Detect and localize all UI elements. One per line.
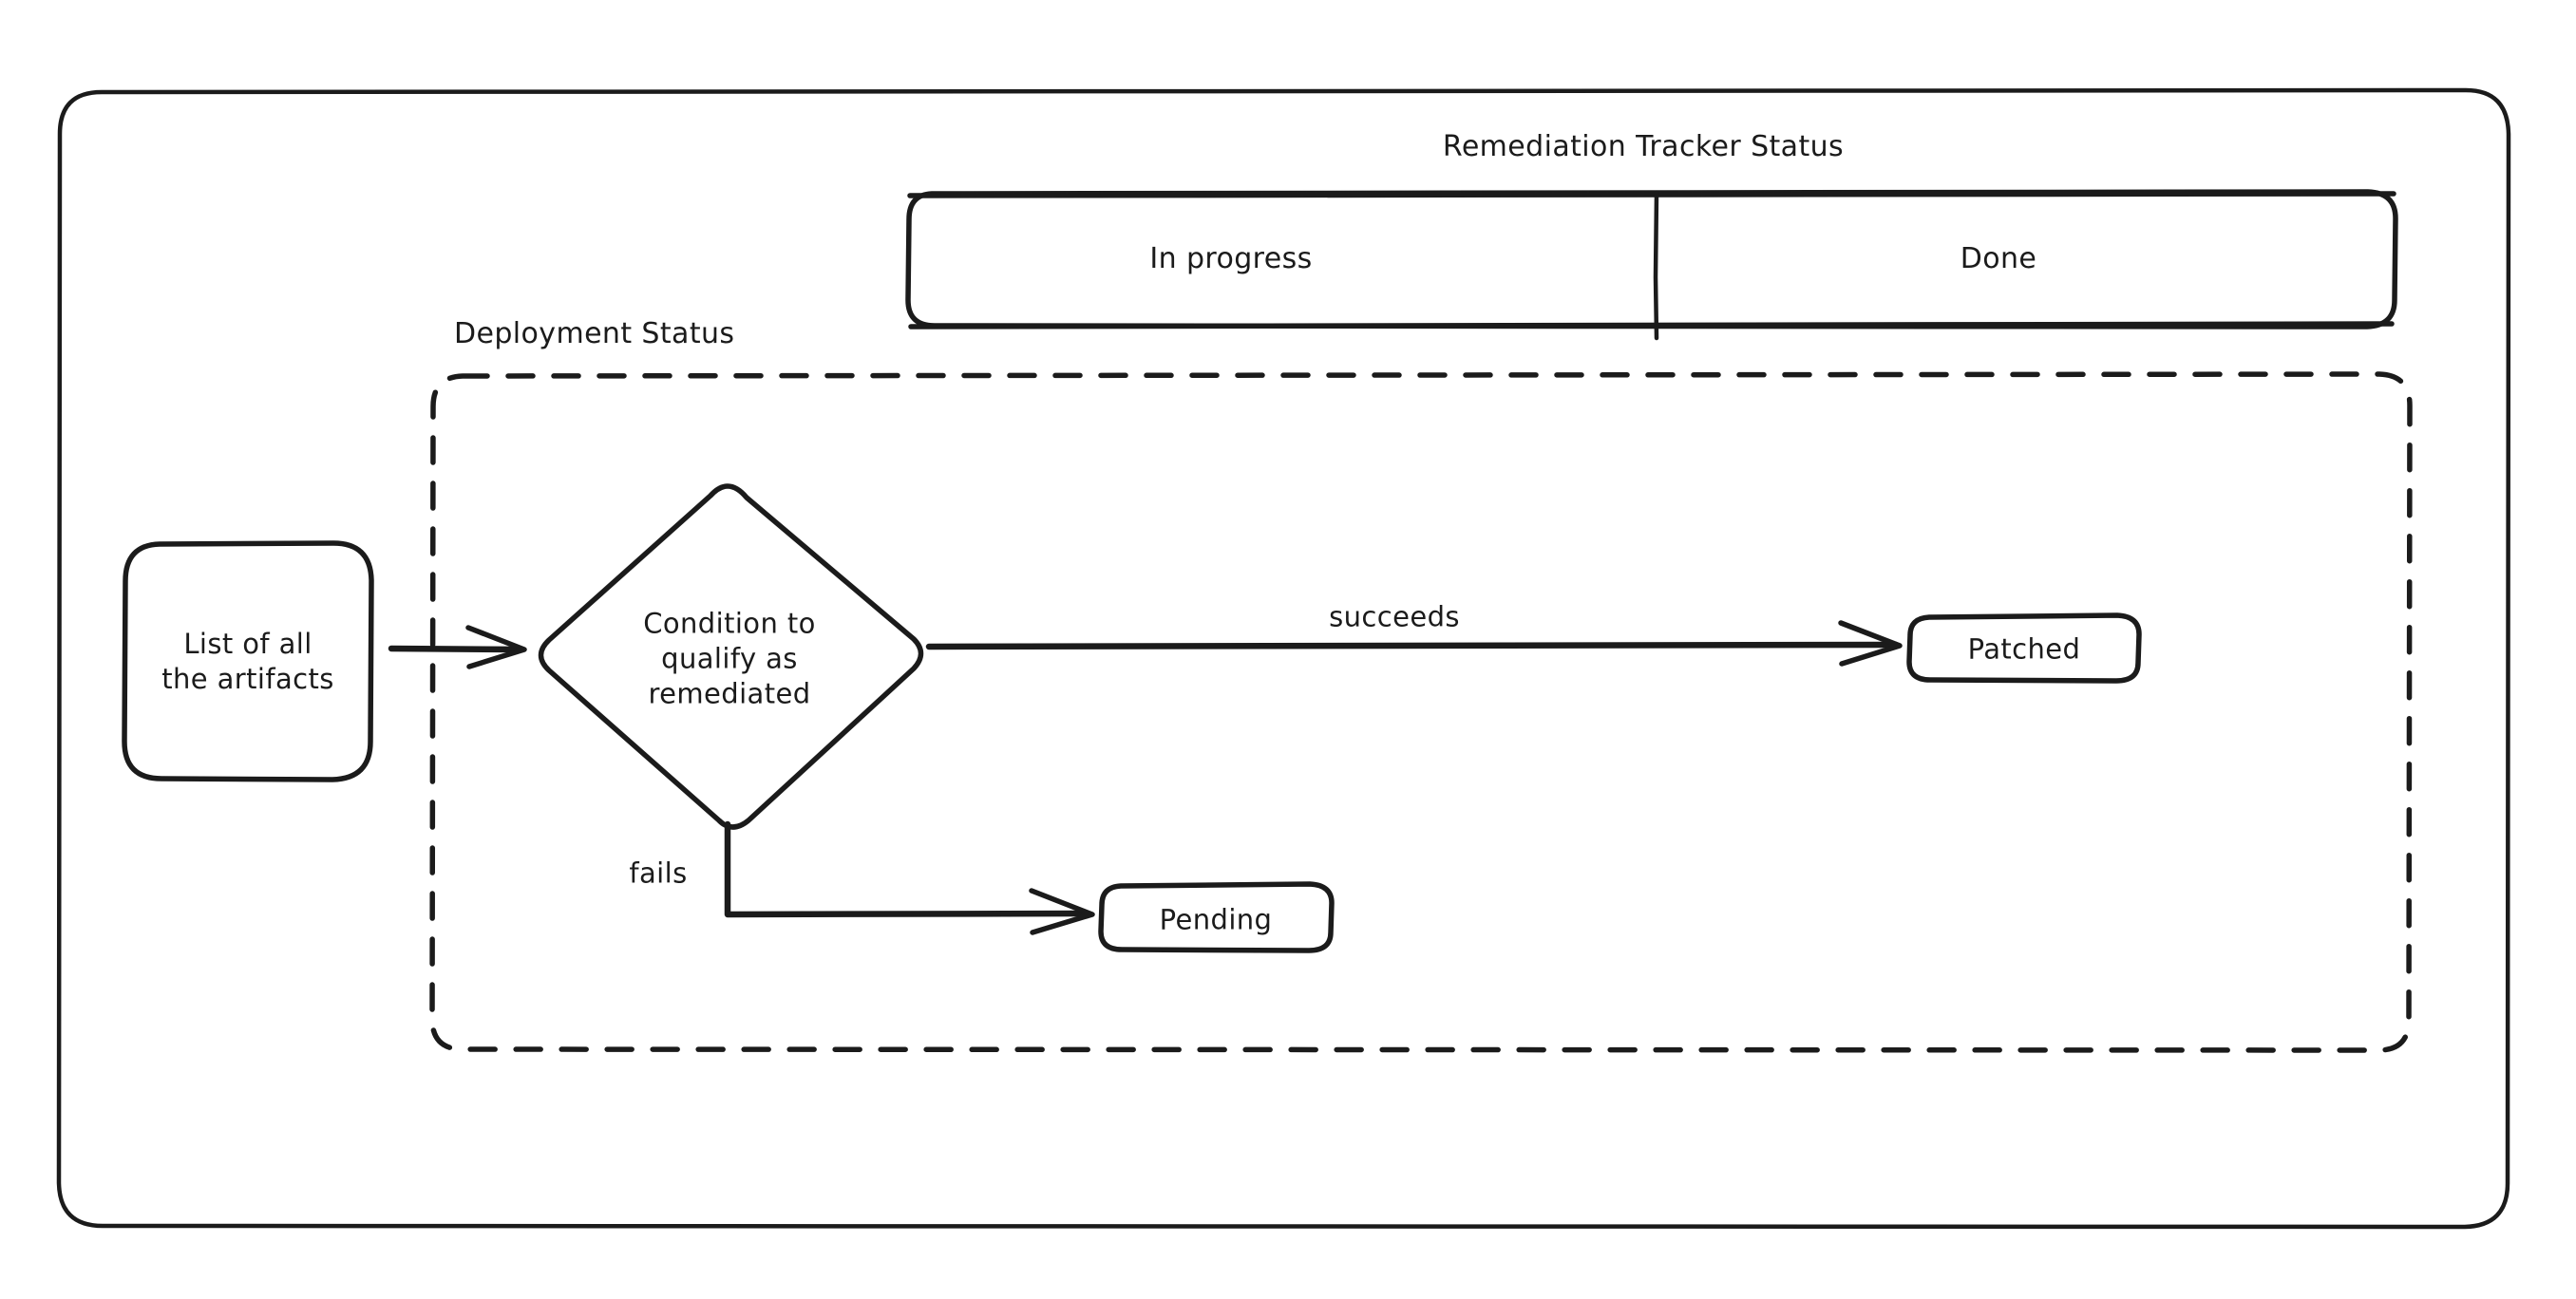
node-pending-label[interactable]: Pending <box>1159 903 1273 936</box>
lane-label-in-progress[interactable]: In progress <box>1149 241 1313 275</box>
node-artifacts-shape <box>122 540 374 782</box>
tracker-status-title: Remediation Tracker Status <box>1442 129 1845 163</box>
node-pending-shape <box>1098 881 1335 953</box>
lane-label-done[interactable]: Done <box>1960 241 2037 275</box>
edge-label-succeeds: succeeds <box>1329 600 1460 633</box>
tracker-status-bar <box>905 189 2398 341</box>
edge-artifacts-to-condition <box>388 625 527 669</box>
deployment-status-label: Deployment Status <box>454 317 735 350</box>
node-patched-label[interactable]: Patched <box>1967 632 2081 666</box>
outer-frame <box>56 87 2511 1230</box>
edge-condition-to-pending <box>724 820 1095 935</box>
node-patched-shape <box>1906 612 2142 684</box>
edge-label-fails: fails <box>629 857 688 890</box>
edge-condition-to-patched <box>925 620 1903 667</box>
node-condition-shape <box>538 483 924 830</box>
deployment-status-group <box>429 371 2413 1053</box>
